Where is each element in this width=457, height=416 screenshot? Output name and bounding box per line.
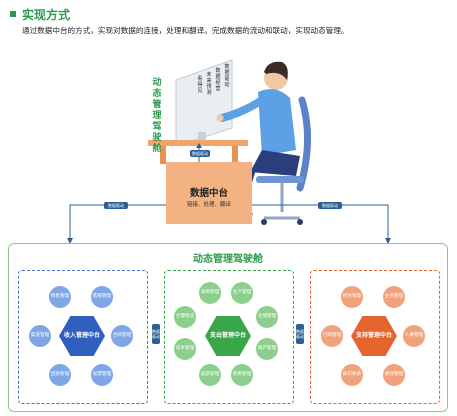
cockpit-vertical-title: 动态管理驾驶舱 (152, 78, 162, 154)
connector-left: 数据驱动 (152, 324, 160, 344)
screen-column: 数据经营 (215, 68, 221, 92)
flow-right-line (252, 204, 389, 240)
node-channel: 渠道管理 (29, 325, 51, 347)
support-panel (310, 270, 440, 404)
node-admin: 行政管理 (321, 325, 343, 347)
node-service: 客服管理 (91, 286, 113, 308)
flow-left-label: 数据驱动 (104, 202, 128, 209)
monitor-stand (198, 132, 206, 142)
expense-panel (164, 270, 294, 404)
data-platform-title: 数据中台 (189, 188, 228, 199)
screen-column: 未来预测 (206, 72, 212, 96)
connector-right: 数据驱动 (296, 324, 304, 344)
node-assets: 资产管理 (256, 338, 278, 360)
node-business: 业务管理 (383, 286, 405, 308)
monitor-screen (175, 59, 233, 147)
chair-back (296, 96, 311, 192)
node-sales: 销售管理 (49, 286, 71, 308)
node-payroll: 发薪管理 (199, 364, 221, 386)
node-production: 生产管理 (231, 282, 253, 304)
screen-column: 数据驱动 (224, 64, 230, 88)
title-marker (10, 11, 16, 17)
income-panel (18, 270, 148, 404)
desk-leg (160, 146, 166, 164)
person-pants (250, 150, 300, 176)
node-contract: 合同管理 (111, 325, 133, 347)
node-collection: 回款管理 (49, 364, 71, 386)
node-finance: 财务管理 (341, 286, 363, 308)
desk-leg (232, 146, 238, 164)
cockpit-title: 动态管理驾驶舱 (193, 254, 263, 265)
desk-top (148, 140, 248, 146)
node-logistics: 合理物流 (174, 306, 196, 328)
node-procurement: 采购管理 (199, 282, 221, 304)
screen-column: 看得见 (197, 76, 203, 94)
data-platform-subtitle: 链接、处理、翻译 (186, 202, 231, 208)
node-performance: 绩效管理 (383, 364, 405, 386)
node-warehouse: 仓储管理 (256, 306, 278, 328)
node-cost: 成本管理 (174, 338, 196, 360)
flow-left-line (69, 204, 166, 240)
flow-right-label: 数据驱动 (318, 202, 342, 209)
data-platform-box (166, 162, 252, 224)
person-shirt (258, 89, 296, 156)
uplink-label: 数据驱动 (190, 150, 210, 157)
chair-seat (256, 176, 304, 183)
page-title: 实现方式 (22, 8, 71, 22)
page-subtitle: 通过数据中台的方式，实现对数据的连接，处理和翻译。完成数据的流动和联动，实现动态… (22, 26, 349, 35)
node-expenses: 费用管理 (231, 364, 253, 386)
node-invoice: 发票管理 (91, 364, 113, 386)
node-hr: 人事管理 (403, 325, 425, 347)
node-knowledge: 知识体系 (341, 364, 363, 386)
